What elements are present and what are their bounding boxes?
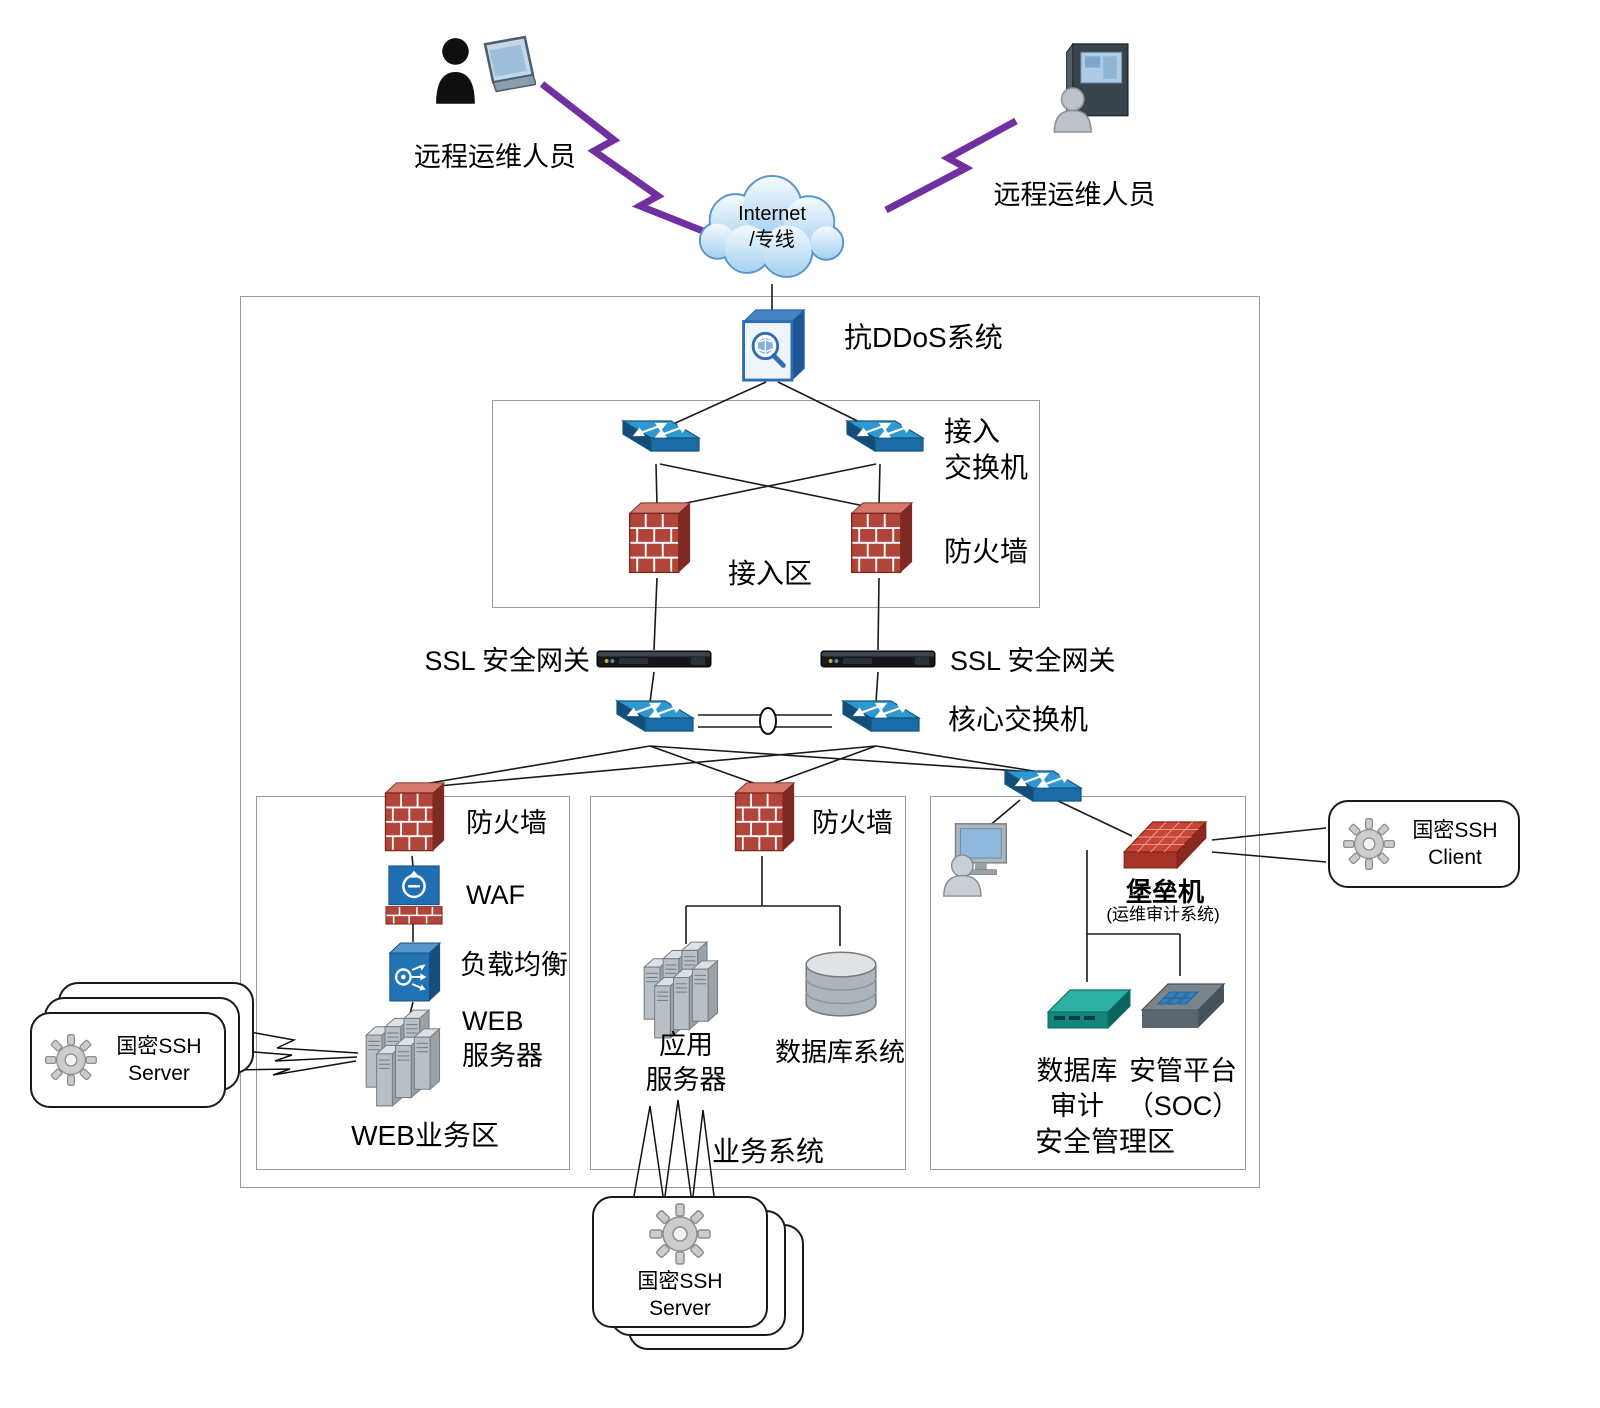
app-server-label: 应用 服务器 — [645, 1030, 727, 1095]
web-server-label: WEB 服务器 — [462, 1006, 543, 1071]
gear-icon — [1342, 817, 1396, 871]
db-audit-device-icon — [1042, 980, 1134, 1042]
gear-icon — [44, 1033, 98, 1087]
access-firewall-right-icon — [846, 500, 914, 580]
access-switch-label: 接入 交换机 — [944, 416, 1029, 483]
load-balancer-icon — [384, 940, 444, 1004]
bastion-host-icon — [1116, 816, 1214, 876]
db-audit-label: 数据库 审计 — [1036, 1056, 1118, 1121]
web-firewall-label: 防火墙 — [466, 808, 547, 838]
biz-zone-title: 业务系统 — [711, 1136, 824, 1167]
web-zone-firewall-icon — [380, 780, 446, 858]
cloud-label: Internet /专线 — [738, 203, 806, 251]
remote-operator-desktop-icon — [1036, 40, 1138, 134]
access-switch-right-icon — [832, 416, 928, 468]
biz-zone-firewall-icon — [730, 780, 796, 858]
core-switch-label: 核心交换机 — [948, 704, 1089, 735]
app-server-icon — [640, 940, 728, 1040]
ssl-gateway-left-label: SSL 安全网关 — [424, 646, 590, 676]
admin-workstation-icon — [936, 816, 1018, 898]
remote-operator-left-label: 远程运维人员 — [414, 142, 576, 172]
biz-firewall-label: 防火墙 — [812, 808, 893, 838]
ssh-server-callout-left-label: 国密SSH Server — [116, 1034, 202, 1085]
access-zone-title: 接入区 — [727, 558, 812, 589]
remote-operator-right-label: 远程运维人员 — [993, 180, 1156, 210]
waf-icon — [384, 864, 444, 926]
waf-label: WAF — [466, 880, 525, 910]
soc-platform-label: 安管平台 （SOC） — [1126, 1056, 1240, 1121]
core-switch-left-icon — [602, 696, 698, 748]
zone-outer — [240, 296, 1260, 1188]
internet-cloud-icon — [688, 172, 856, 288]
core-switch-right-icon — [828, 696, 924, 748]
load-balancer-label: 负载均衡 — [460, 950, 568, 980]
ssl-gateway-right-icon — [820, 646, 936, 672]
bastion-host-sublabel: (运维审计系统) — [1106, 905, 1220, 924]
gear-icon — [648, 1202, 712, 1266]
mgmt-zone-title: 安全管理区 — [1034, 1126, 1175, 1157]
access-firewall-label: 防火墙 — [944, 536, 1029, 567]
anti-ddos-label: 抗DDoS系统 — [844, 322, 1003, 353]
web-server-icon — [362, 1008, 450, 1108]
ssh-server-callout-bottom: 国密SSH Server — [592, 1196, 768, 1328]
ssh-client-callout-label: 国密SSH Client — [1412, 818, 1498, 869]
ssl-gateway-right-label: SSL 安全网关 — [950, 646, 1116, 676]
soc-platform-icon — [1136, 974, 1228, 1040]
zone-access — [492, 400, 1040, 608]
ssh-server-callout-bottom-label: 国密SSH Server — [637, 1269, 723, 1320]
zone-security-mgmt — [930, 796, 1246, 1170]
database-system-icon — [798, 944, 884, 1022]
ssh-client-callout: 国密SSH Client — [1328, 800, 1520, 888]
access-switch-left-icon — [608, 416, 704, 468]
anti-ddos-icon — [736, 306, 808, 384]
access-firewall-left-icon — [624, 500, 692, 580]
mgmt-switch-icon — [990, 766, 1086, 818]
ssl-gateway-left-icon — [596, 646, 712, 672]
database-system-label: 数据库系统 — [774, 1037, 905, 1067]
ssh-server-callout-left: 国密SSH Server — [30, 1012, 226, 1108]
remote-operator-laptop-icon — [430, 34, 536, 112]
bastion-host-label: 堡垒机 — [1125, 877, 1204, 907]
web-zone-title: WEB业务区 — [351, 1120, 499, 1151]
